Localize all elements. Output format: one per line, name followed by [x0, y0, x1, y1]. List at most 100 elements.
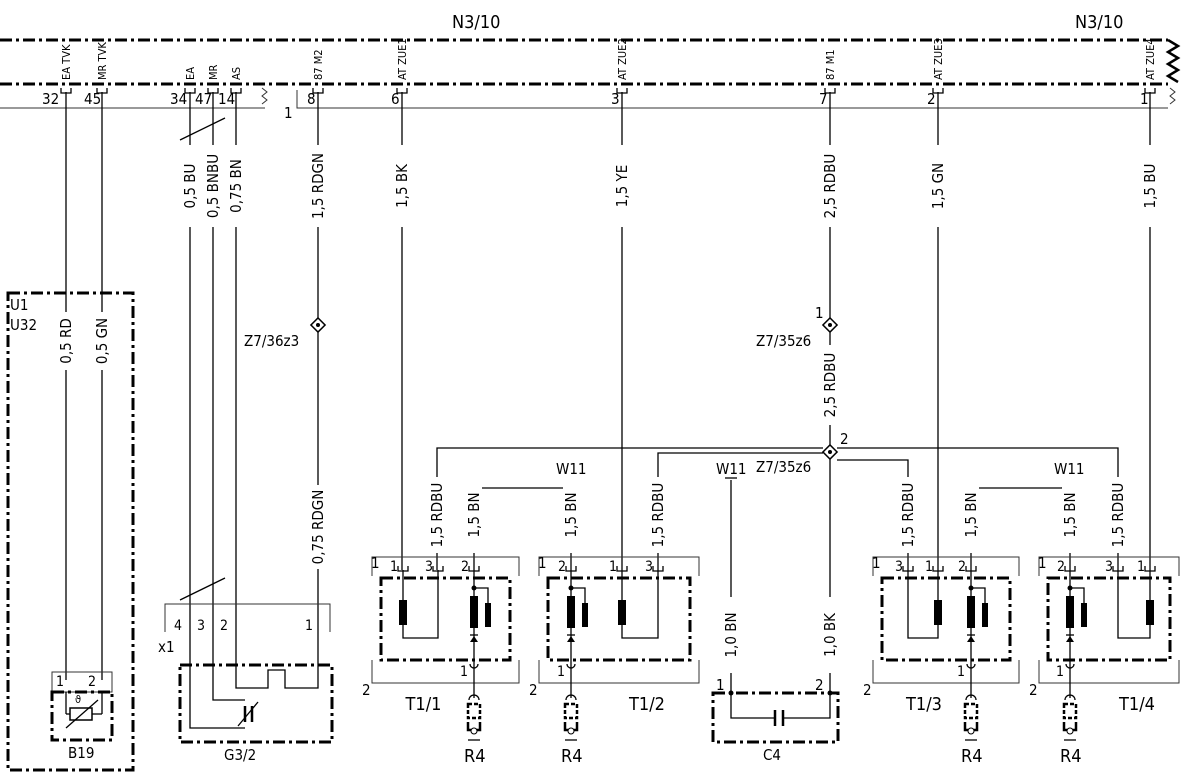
t1-side-pin-1: 1 [872, 554, 881, 572]
secondary-coil-icon [567, 596, 575, 628]
label-gap [205, 145, 221, 227]
outer-bracket [1038, 660, 1180, 684]
label-gap [563, 477, 579, 553]
primary-coil-icon [618, 600, 626, 625]
wire-label: 1,5 BN [962, 492, 980, 537]
label-r4: R4 [561, 746, 583, 767]
t1-pin-number: 3 [1105, 559, 1113, 575]
wire-label: 0,5 RD [57, 318, 75, 364]
label-gap [58, 312, 74, 370]
wire-label: 0,5 GN [93, 318, 111, 364]
x1-pin-2: 2 [220, 618, 228, 634]
label-t1-2: T1/2 [628, 694, 665, 715]
outer-bracket [371, 660, 520, 684]
spark-plug-icon [1062, 702, 1078, 720]
pin-name-label: EA TVK [60, 44, 73, 80]
outer-bracket [538, 660, 700, 684]
connector-icon [1065, 663, 1075, 669]
label-gap [182, 145, 198, 227]
spark-plug-icon [466, 702, 482, 720]
wire-label: 1,5 RDBU [649, 483, 667, 548]
module-label-n3-10: N3/10 [452, 12, 500, 33]
core-link [474, 587, 489, 603]
label-u1: U1 [10, 296, 28, 314]
spark-plug-icon [563, 702, 579, 720]
module-frame [1046, 576, 1172, 662]
t1-side-pin-1: 1 [1038, 554, 1047, 572]
connector-icon [566, 663, 576, 669]
label-gap [394, 145, 410, 227]
splice-icon [309, 316, 839, 461]
coil-return [621, 570, 659, 639]
primary-coil-icon [1146, 600, 1154, 625]
pin-number: 1 [1140, 90, 1149, 108]
spark-plug-icon [963, 702, 979, 720]
t1-pin-number: 1 [1137, 559, 1145, 575]
label-t1-1: T1/1 [405, 694, 442, 715]
g3-2-oxygen-sensor [178, 612, 334, 744]
label-gap [963, 477, 979, 553]
pin-name-label: AT ZUE4 [1144, 38, 1157, 80]
module-frame [880, 576, 1012, 662]
label-r4: R4 [1060, 746, 1082, 767]
pin-name-label: AT ZUE2 [616, 38, 629, 80]
t1-side-pin-1: 1 [371, 554, 380, 572]
label-x1: x1 [158, 638, 175, 656]
primary-coil-icon [399, 600, 407, 625]
splice-z7-35z6: Z7/35z6 [756, 332, 811, 350]
wire-label: 0,5 BNBU [204, 154, 222, 218]
module-frame [546, 576, 692, 662]
splice-pin: 2 [840, 430, 849, 448]
pin-name-label: AT ZUE3 [932, 38, 945, 80]
wire-label: 1,5 BN [465, 492, 483, 537]
label-gap [614, 145, 630, 227]
wire-label: 1,5 RDBU [428, 483, 446, 548]
pin-number: 2 [927, 90, 936, 108]
t1-pin-number: 2 [461, 559, 469, 575]
t1-output-pin: 1 [460, 664, 468, 680]
outer-bracket [872, 556, 1020, 576]
core-icon [582, 603, 588, 627]
junction-dot [1067, 585, 1073, 591]
svg-text:ϑ: ϑ [75, 693, 81, 706]
ignition-coil-t1-2 [538, 556, 700, 741]
x1-pin-1: 1 [305, 618, 313, 634]
connector-icon [966, 663, 976, 669]
pin-name-label: MR [207, 64, 220, 80]
u1-u32-frame [6, 291, 135, 772]
label-gap [94, 312, 110, 370]
plug-icon [1064, 694, 1076, 701]
core-icon [485, 603, 491, 627]
wire-label: 1,5 YE [613, 165, 631, 208]
plug-icon [565, 694, 577, 701]
pin-number: 32 [42, 90, 59, 108]
wire-label: 1,5 BN [1061, 492, 1079, 537]
c4-pin-1: 1 [716, 676, 725, 694]
t1-side-pin-2: 2 [1029, 681, 1038, 699]
splice-z7-36z3: Z7/36z3 [244, 332, 299, 350]
label-t1-3: T1/3 [905, 694, 942, 715]
wire-label: 1,5 BN [562, 492, 580, 537]
b19-temperature-sensor: ϑ [50, 671, 114, 742]
b19-pin-1: 1 [56, 674, 64, 690]
outer-bracket [371, 556, 520, 576]
label-gap [822, 597, 838, 673]
t1-pin-number: 3 [895, 559, 903, 575]
t1-pin-number: 2 [558, 559, 566, 575]
c4-capacitor [711, 690, 840, 744]
wire-label: 1,5 RDGN [309, 153, 327, 219]
core-link [971, 587, 986, 603]
label-gap [429, 477, 445, 553]
pin-number: 45 [84, 90, 101, 108]
diode-icon [967, 636, 975, 642]
connector-pin-1: 1 [284, 104, 293, 122]
outer-bracket [872, 660, 1020, 684]
wire-label: 1,5 GN [929, 163, 947, 209]
label-gap [822, 345, 838, 425]
label-gap [310, 485, 326, 569]
spark-gap-icon [567, 727, 575, 735]
pin-number: 14 [218, 90, 235, 108]
